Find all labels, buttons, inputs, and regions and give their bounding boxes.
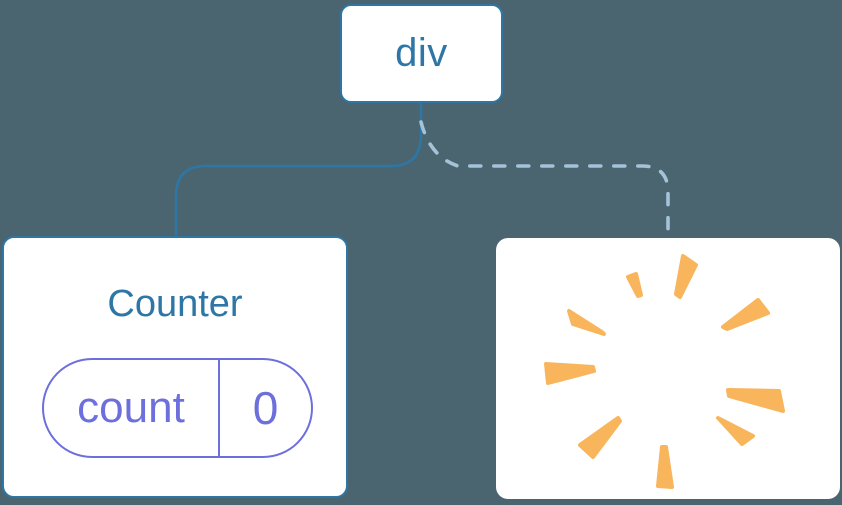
tree-node-div: div [340,4,503,103]
counter-node-label: Counter [107,283,243,325]
tree-node-counter: Counter count 0 [2,236,348,498]
connector-dashed-line [419,120,670,240]
poof-sparks-icon [544,254,785,489]
tree-node-removed [496,238,840,499]
state-pill: count 0 [42,358,313,458]
state-name-label: count [44,360,220,456]
div-node-label: div [395,31,448,75]
connector-solid-line [174,103,423,236]
state-value-label: 0 [252,382,279,434]
